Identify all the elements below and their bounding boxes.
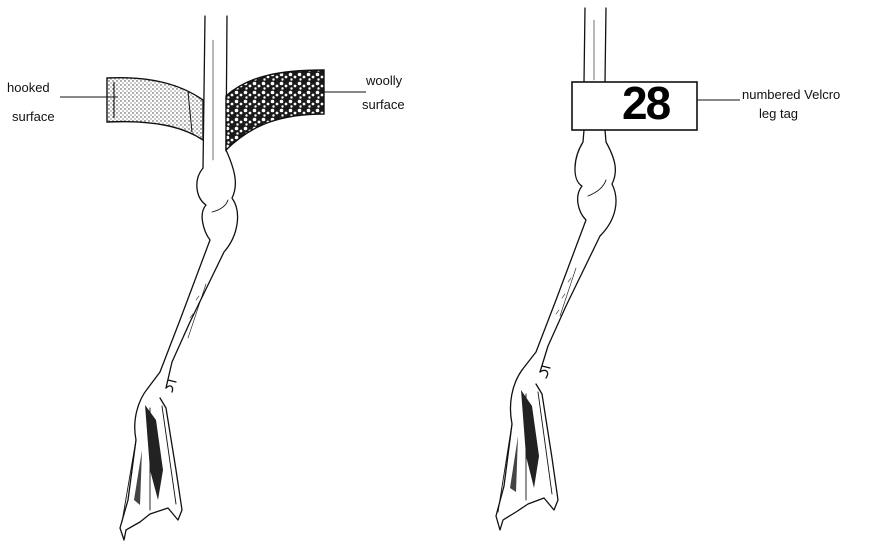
tag-number: 28	[622, 76, 669, 130]
label-woolly: woolly	[366, 72, 402, 89]
label-woolly-surface: surface	[362, 96, 405, 113]
woolly-surface-strip	[226, 70, 324, 150]
label-numbered-velcro: numbered Velcro	[742, 86, 840, 103]
hooked-surface-strip	[107, 78, 203, 140]
label-leg-tag: leg tag	[759, 105, 798, 122]
label-hooked: hooked	[7, 79, 50, 96]
label-hooked-surface: surface	[12, 108, 55, 125]
